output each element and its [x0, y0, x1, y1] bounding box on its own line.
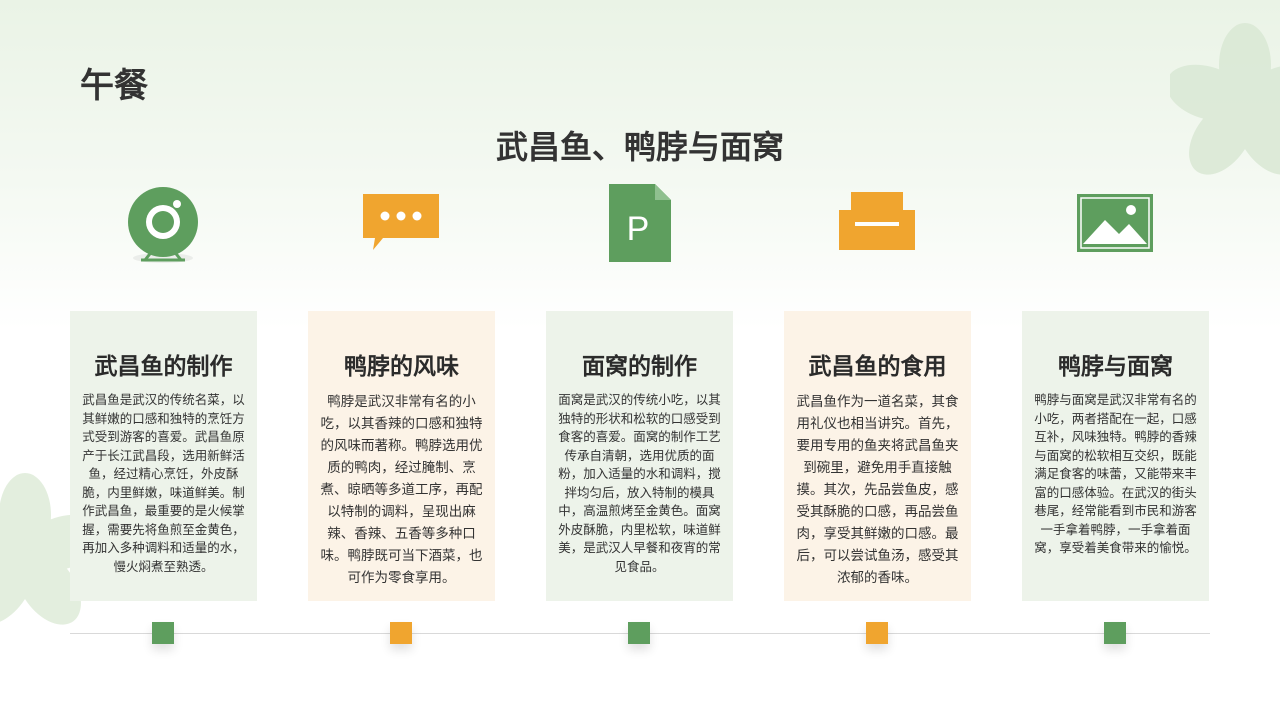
card-title: 鸭脖的风味 [344, 354, 459, 380]
card-title: 面窝的制作 [582, 354, 697, 380]
card-body: 鸭脖是武汉非常有名的小吃，以其香辣的口感和独特的风味而著称。鸭脖选用优质的鸭肉，… [320, 394, 483, 586]
slide-subtitle: 武昌鱼、鸭脖与面窝 [495, 128, 784, 166]
card-title: 鸭脖与面窝 [1058, 354, 1173, 380]
timeline-marker [866, 622, 888, 644]
chat-bubble-icon [351, 178, 451, 270]
card-mianwo-making: 面窝的制作 面窝是武汉的传统小吃，以其独特的形状和松软的口感受到食客的喜爱。面窝… [546, 311, 733, 601]
card-body: 鸭脖与面窝是武汉非常有名的小吃，两者搭配在一起，口感互补，风味独特。鸭脖的香辣与… [1034, 392, 1197, 555]
card-body: 武昌鱼是武汉的传统名菜，以其鲜嫩的口感和独特的烹饪方式受到游客的喜爱。武昌鱼原产… [82, 392, 245, 574]
card-body: 武昌鱼作为一道名菜，其食用礼仪也相当讲究。首先，要用专用的鱼夹将武昌鱼夹到碗里，… [796, 394, 959, 586]
card-duck-neck-flavor: 鸭脖的风味 鸭脖是武汉非常有名的小吃，以其香辣的口感和独特的风味而著称。鸭脖选用… [308, 311, 495, 601]
sofa-icon [827, 178, 927, 270]
timeline-marker [1104, 622, 1126, 644]
card-wuchang-fish-eating: 武昌鱼的食用 武昌鱼作为一道名菜，其食用礼仪也相当讲究。首先，要用专用的鱼夹将武… [784, 311, 971, 601]
card-body: 面窝是武汉的传统小吃，以其独特的形状和松软的口感受到食客的喜爱。面窝的制作工艺传… [558, 392, 721, 574]
svg-text:P: P [627, 210, 650, 248]
page-title: 午餐 [80, 66, 148, 106]
timeline-marker [628, 622, 650, 644]
timeline-marker [152, 622, 174, 644]
card-title: 武昌鱼的食用 [808, 354, 947, 380]
timeline-marker [390, 622, 412, 644]
image-icon [1065, 178, 1165, 270]
card-duck-neck-and-mianwo: 鸭脖与面窝 鸭脖与面窝是武汉非常有名的小吃，两者搭配在一起，口感互补，风味独特。… [1022, 311, 1209, 601]
webcam-icon [113, 178, 213, 270]
document-p-icon: P [589, 178, 689, 270]
card-wuchang-fish-making: 武昌鱼的制作 武昌鱼是武汉的传统名菜，以其鲜嫩的口感和独特的烹饪方式受到游客的喜… [70, 311, 257, 601]
flower-decoration-icon [1170, 23, 1280, 175]
card-title: 武昌鱼的制作 [94, 354, 233, 380]
